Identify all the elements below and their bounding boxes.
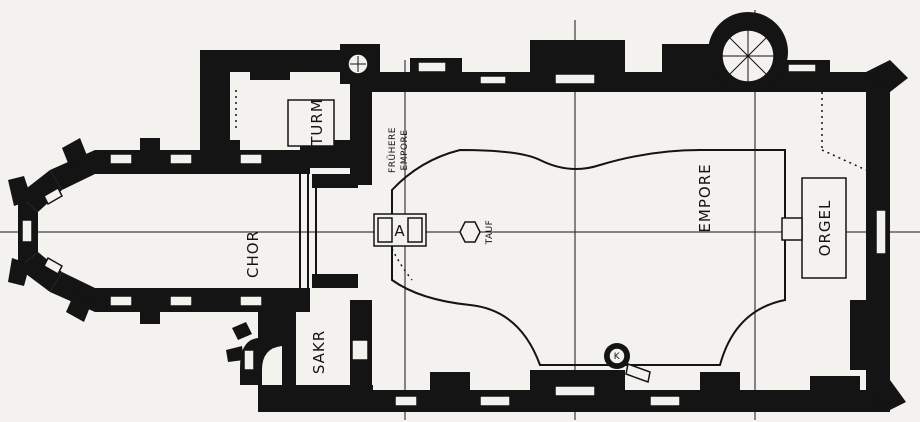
sacristy [226, 300, 373, 412]
label-fruehere: FRÜHERE [387, 127, 398, 173]
baptismal-font-icon [459, 221, 481, 243]
altar [373, 213, 427, 247]
label-empore: EMPORE [696, 163, 714, 232]
choir-walls [8, 138, 310, 324]
label-orgel: ORGEL [816, 200, 834, 257]
label-turm: TURM [308, 98, 326, 147]
nave-windows [394, 61, 817, 407]
pulpit [604, 343, 651, 384]
label-taufe: TAUF [485, 220, 495, 246]
label-chor: CHOR [244, 230, 262, 278]
organ [781, 177, 847, 279]
gallery-outline [391, 148, 786, 366]
choir-windows [21, 153, 263, 307]
stair-tower-round [708, 12, 788, 92]
label-sakr: SAKR [310, 330, 328, 374]
tower [200, 44, 380, 185]
label-altar: A [394, 222, 405, 240]
label-empore-small: EMPORE [400, 130, 410, 171]
chancel-steps [299, 174, 358, 288]
label-kanzel: K [614, 352, 621, 362]
